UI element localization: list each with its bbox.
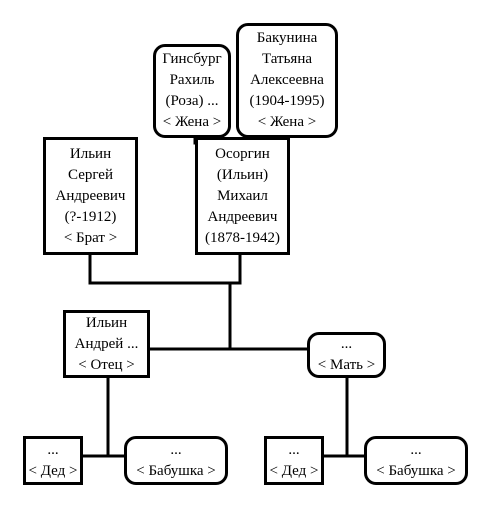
person-name-line: ... [410, 441, 422, 458]
person-name-line: ... [288, 441, 300, 458]
person-grandmother-paternal[interactable]: ... < Бабушка > [124, 436, 228, 485]
person-name-line: Сергей [68, 166, 113, 183]
person-name-line: Ильин [69, 145, 112, 162]
person-ilyin-andrey[interactable]: Ильин Андрей ... < Отец > [63, 310, 150, 378]
person-name-line: Гинсбург [162, 51, 222, 67]
relation-label: < Жена > [162, 114, 222, 130]
relation-label: < Дед > [28, 462, 78, 479]
person-name-line: Рахиль [169, 72, 215, 88]
life-dates: (?-1912) [64, 208, 117, 225]
person-name-line: Татьяна [261, 51, 313, 67]
person-name-line: Ильин [85, 314, 128, 331]
person-name-line: Михаил [217, 187, 268, 204]
relation-label: < Бабушка > [136, 462, 216, 479]
person-grandfather-maternal[interactable]: ... < Дед > [264, 436, 324, 485]
person-name-line: ... [340, 336, 353, 352]
person-name-line: Бакунина [256, 30, 318, 46]
person-grandfather-paternal[interactable]: ... < Дед > [23, 436, 83, 485]
person-name-line: ... [47, 441, 59, 458]
relation-label: < Дед > [269, 462, 319, 479]
life-dates: (1878-1942) [205, 229, 280, 246]
person-bakunina[interactable]: Бакунина Татьяна Алексеевна (1904-1995) … [236, 23, 338, 138]
person-osorgin[interactable]: Осоргин (Ильин) Михаил Андреевич (1878-1… [195, 137, 290, 255]
life-dates: (1904-1995) [249, 93, 325, 109]
person-name-line: (Роза) ... [165, 93, 219, 109]
person-name-line: (Ильин) [216, 166, 269, 183]
relation-label: < Брат > [63, 229, 118, 246]
relation-label: < Бабушка > [376, 462, 456, 479]
person-ginsburg[interactable]: Гинсбург Рахиль (Роза) ... < Жена > [153, 44, 231, 138]
person-name-line: Осоргин [215, 145, 270, 162]
relation-label: < Мать > [317, 357, 376, 373]
person-name-line: ... [170, 441, 182, 458]
person-name-line: Андрей ... [74, 335, 139, 352]
person-name-line: Андреевич [55, 187, 126, 204]
person-ilyin-sergey[interactable]: Ильин Сергей Андреевич (?-1912) < Брат > [43, 137, 138, 255]
person-mother[interactable]: ... < Мать > [307, 332, 386, 378]
person-name-line: Андреевич [207, 208, 278, 225]
relation-label: < Отец > [78, 356, 135, 373]
relation-label: < Жена > [257, 114, 317, 130]
person-grandmother-maternal[interactable]: ... < Бабушка > [364, 436, 468, 485]
person-name-line: Алексеевна [250, 72, 324, 88]
